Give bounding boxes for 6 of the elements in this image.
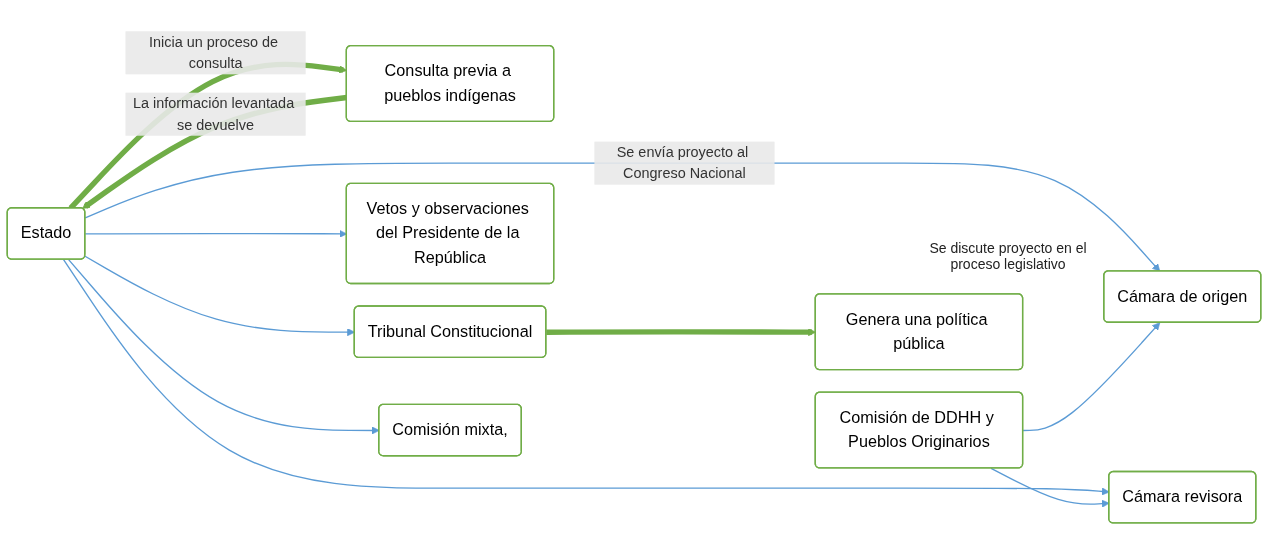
edge-label: Inicia un proceso de consulta — [148, 33, 279, 71]
arrow — [84, 162, 1161, 272]
note-text: Se discute proyecto en el proceso legislativo — [928, 240, 1088, 272]
arrow — [1022, 322, 1161, 432]
edge-label: La información levantada se devuelve — [132, 95, 295, 133]
edge-label: Se envía proyecto al Congreso Nacional — [616, 144, 749, 182]
